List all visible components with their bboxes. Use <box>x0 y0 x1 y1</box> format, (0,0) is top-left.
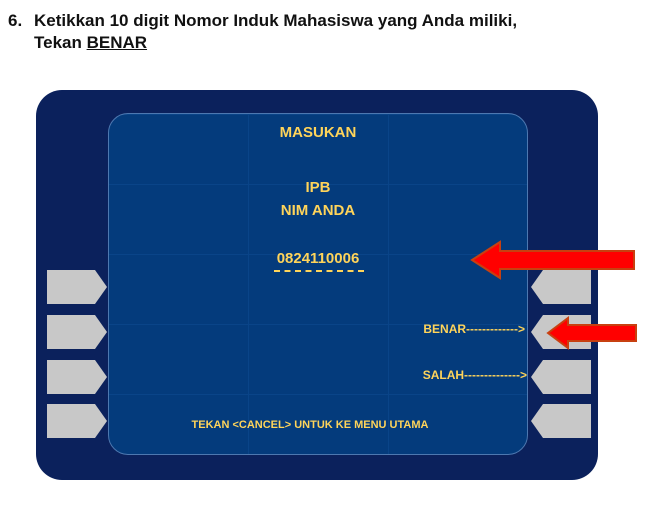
screen-title: MASUKAN <box>279 124 357 141</box>
left-button-3[interactable] <box>47 360 107 394</box>
right-button-4[interactable] <box>531 404 591 438</box>
benar-key-label: BENAR <box>86 33 148 52</box>
screen-line-nim: NIM ANDA <box>280 202 356 219</box>
red-arrow-benar-icon <box>546 316 637 350</box>
cancel-hint: TEKAN <CANCEL> UNTUK KE MENU UTAMA <box>191 419 429 431</box>
right-button-1[interactable] <box>531 270 591 304</box>
instruction: 6. Ketikkan 10 digit Nomor Induk Mahasisw… <box>8 10 517 54</box>
instruction-line2: Tekan <box>34 33 87 52</box>
right-button-salah[interactable] <box>531 360 591 394</box>
nim-underline <box>274 270 364 272</box>
step-number: 6. <box>8 11 23 30</box>
nim-input[interactable]: 0824110006 <box>109 250 527 267</box>
left-button-2[interactable] <box>47 315 107 349</box>
salah-option: SALAH--------------> <box>422 368 527 382</box>
screen-line-ipb: IPB <box>305 179 331 196</box>
atm-screen: MASUKAN IPB NIM ANDA 0824110006 BENAR---… <box>108 113 528 455</box>
left-button-1[interactable] <box>47 270 107 304</box>
left-button-4[interactable] <box>47 404 107 438</box>
benar-option: BENAR-------------> <box>423 322 525 336</box>
red-arrow-nim-icon <box>470 240 635 280</box>
instruction-line1: Ketikkan 10 digit Nomor Induk Mahasiswa … <box>34 11 518 30</box>
nim-value: 0824110006 <box>276 250 360 267</box>
